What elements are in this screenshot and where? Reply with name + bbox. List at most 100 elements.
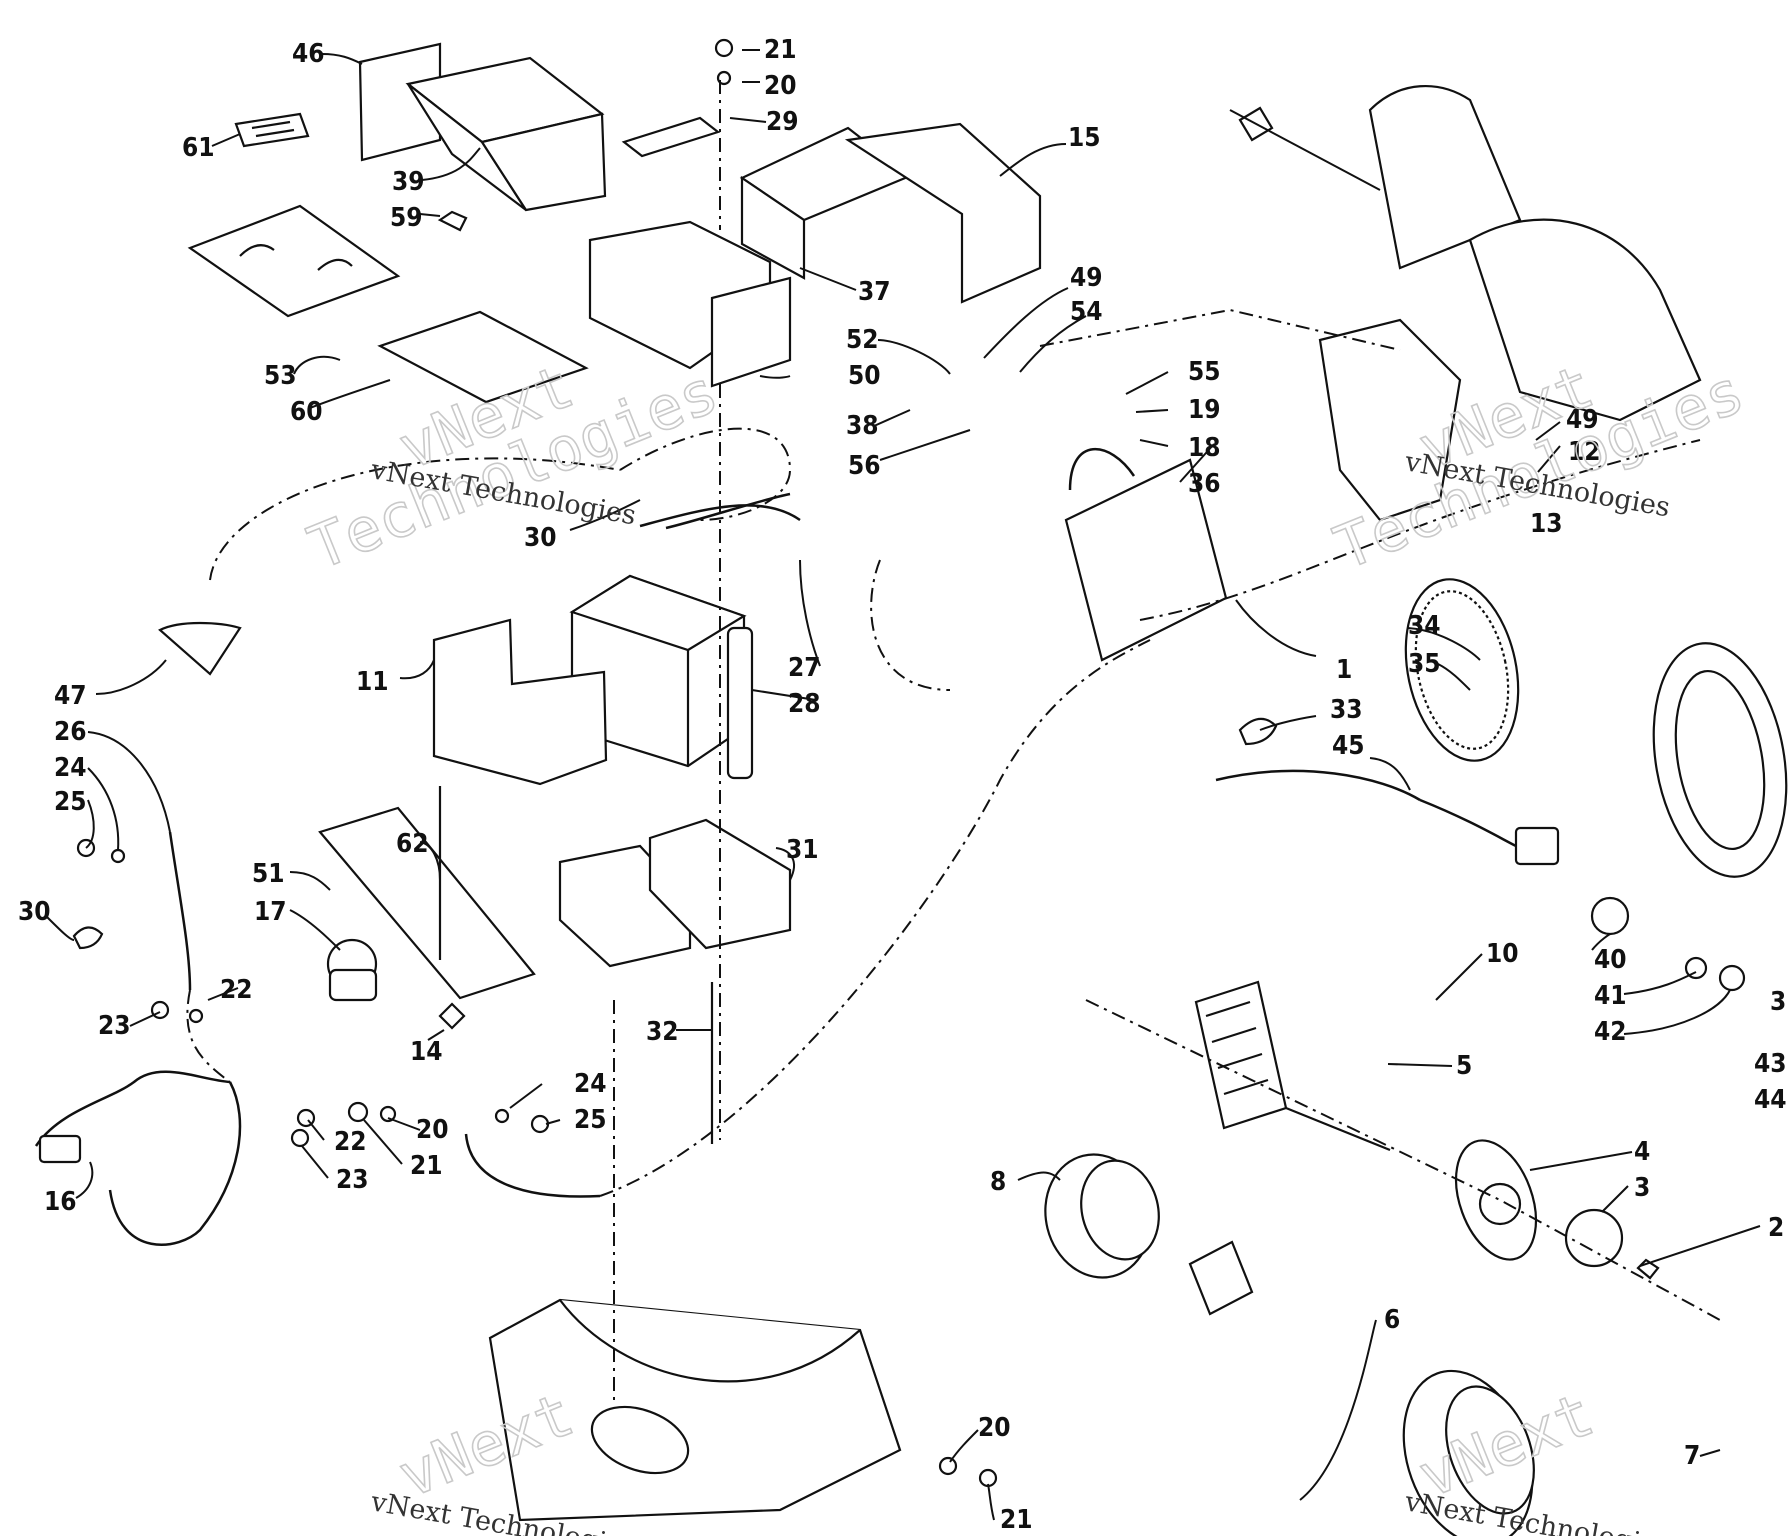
callout-62: 62	[396, 829, 429, 859]
callout-25: 25	[54, 787, 87, 817]
part-28-boot	[726, 626, 754, 780]
callout-49: 49	[1070, 263, 1103, 293]
battery-box-group	[588, 38, 1042, 388]
callout-39: 39	[392, 167, 425, 197]
callout-20: 20	[764, 71, 797, 101]
part-3-drive	[1564, 1208, 1624, 1268]
callout-42: 42	[1594, 1017, 1627, 1047]
callout-25b: 25	[574, 1105, 607, 1135]
part-22-washer-left	[188, 1008, 204, 1024]
part-47-strap	[158, 621, 242, 676]
part-45-connector	[1514, 826, 1560, 866]
callout-30: 30	[524, 523, 557, 553]
part-15-bracket	[844, 122, 1042, 304]
callout-45: 45	[1332, 731, 1365, 761]
part-14-bolt	[438, 1002, 466, 1030]
part-51-bracket	[318, 806, 536, 1000]
part-30-boot	[72, 926, 104, 950]
callout-34: 34	[1408, 611, 1441, 641]
callout-21: 21	[764, 35, 797, 65]
callout-22b: 22	[334, 1127, 367, 1157]
callout-31: 31	[786, 835, 819, 865]
callout-20c: 20	[978, 1413, 1011, 1443]
callout-33: 33	[1330, 695, 1363, 725]
callout-32: 32	[646, 1017, 679, 1047]
part-60-tray	[377, 310, 589, 404]
wiring-group	[34, 621, 601, 1246]
callout-labels: 46 21 20 29 61 39 15 59 37 49 54 52 50 5…	[18, 35, 1787, 1535]
part-61-decal	[234, 112, 310, 148]
callout-7: 7	[1684, 1441, 1700, 1471]
callout-55: 55	[1188, 357, 1221, 387]
callout-21b: 21	[410, 1151, 443, 1181]
callout-19: 19	[1188, 395, 1221, 425]
routing-lines	[186, 80, 1721, 1400]
callout-46: 46	[292, 39, 325, 69]
callout-15: 15	[1068, 123, 1101, 153]
callout-60: 60	[290, 397, 323, 427]
callout-3b: 3	[1770, 987, 1786, 1017]
part-40-switch	[1590, 896, 1630, 936]
callout-23: 23	[98, 1011, 131, 1041]
part-21-nut-bottom	[978, 1468, 998, 1488]
callout-54: 54	[1070, 297, 1103, 327]
callout-21c: 21	[1000, 1505, 1033, 1535]
callout-26: 26	[54, 717, 87, 747]
callout-22: 22	[220, 975, 253, 1005]
callout-36: 36	[1188, 469, 1221, 499]
starter-group	[1064, 448, 1788, 992]
part-33-clip	[1238, 717, 1278, 746]
leader-lines	[45, 49, 1761, 1521]
callout-8: 8	[990, 1167, 1006, 1197]
callout-40: 40	[1594, 945, 1627, 975]
part-53-pad	[187, 204, 401, 318]
callout-47: 47	[54, 681, 87, 711]
battery-group	[432, 492, 801, 786]
callout-38: 38	[846, 411, 879, 441]
part-20-washer-mid	[347, 1101, 369, 1123]
callout-16: 16	[44, 1187, 77, 1217]
callout-27: 27	[788, 653, 821, 683]
part-21-nut	[714, 38, 734, 58]
part-24-washer-mid	[494, 1108, 510, 1124]
callout-24b: 24	[574, 1069, 607, 1099]
part-24-washer	[110, 848, 126, 864]
callout-52: 52	[846, 325, 879, 355]
callout-10: 10	[1486, 939, 1519, 969]
callout-13: 13	[1530, 509, 1563, 539]
part-41-nut	[1684, 956, 1708, 980]
callout-5: 5	[1456, 1051, 1472, 1081]
part-26-cable	[168, 831, 192, 991]
chassis-group	[488, 1298, 998, 1522]
part-brush-holder	[1188, 1240, 1254, 1316]
callout-28: 28	[788, 689, 821, 719]
callout-30b: 30	[18, 897, 51, 927]
starter-exploded-group	[1044, 980, 1660, 1536]
part-11-shield	[432, 618, 608, 786]
callout-20b: 20	[416, 1115, 449, 1145]
callout-4: 4	[1634, 1137, 1650, 1167]
part-engine-mount	[1318, 318, 1462, 522]
callout-53: 53	[264, 361, 297, 391]
part-engine-casting	[1368, 84, 1522, 270]
part-59-wingnut	[437, 210, 468, 232]
part-21-nut-mid	[379, 1105, 397, 1123]
part-42-washer	[1718, 964, 1746, 992]
callout-29: 29	[766, 107, 799, 137]
callout-1: 1	[1336, 655, 1352, 685]
engine-group	[1229, 84, 1702, 522]
callout-59: 59	[390, 203, 423, 233]
callout-41: 41	[1594, 981, 1627, 1011]
callout-2: 2	[1768, 1213, 1784, 1243]
callout-43: 43	[1754, 1049, 1787, 1079]
part-29-strap	[621, 116, 721, 158]
callout-50: 50	[848, 361, 881, 391]
part-27-cable	[639, 504, 801, 528]
callout-56: 56	[848, 451, 881, 481]
part-45-harness	[1215, 769, 1421, 802]
part-20-washer-bottom	[938, 1456, 958, 1476]
part-16-harness	[34, 1070, 231, 1147]
callout-61: 61	[182, 133, 215, 163]
callout-17: 17	[254, 897, 287, 927]
watermark-line-bottom-right: vNext Technologies	[1402, 1486, 1673, 1536]
